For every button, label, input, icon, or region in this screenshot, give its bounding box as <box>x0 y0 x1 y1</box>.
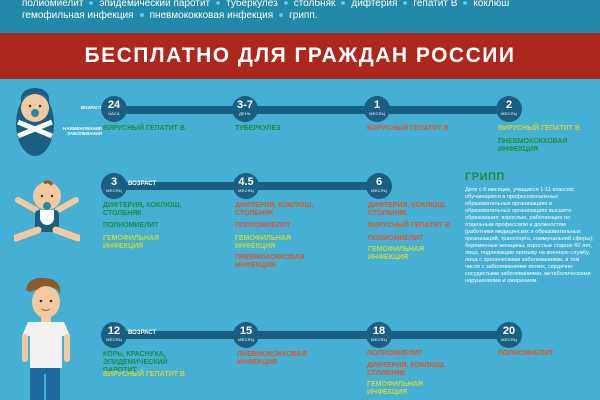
vaccine-item: ПНЕВМОКОККОВАЯ ИНФЕКЦИЯ <box>235 254 305 269</box>
flu-title: ГРИПП <box>465 171 505 183</box>
timeline-row-3 <box>110 331 510 339</box>
vaccine-item: ПОЛИОМИЕЛИТ <box>498 350 554 357</box>
vaccine-item: ГЕМОФИЛЬНАЯ ИНФЕКЦИЯ <box>367 381 424 396</box>
vaccine-item: ГЕМОФИЛЬНАЯ ИНФЕКЦИЯ <box>103 235 160 250</box>
vaccine-item: ДИФТЕРИЯ, КОКЛЮШ, СТОЛБНЯК <box>103 202 182 217</box>
disease-name-label: НАИМЕНОВАНИЕ ЗАБОЛЕВАНИЯ <box>63 126 102 136</box>
vaccine-item: ВИРУСНЫЙ ГЕПАТИТ В <box>103 125 185 132</box>
vaccine-item: ТУБЕРКУЛЕЗ <box>235 125 281 132</box>
infant-illustration-icon <box>14 180 80 242</box>
vaccine-item: ПОЛИОМИЕЛИТ <box>235 222 291 229</box>
vaccine-item: ВИРУСНЫЙ ГЕПАТИТ В <box>103 371 185 378</box>
vaccine-item: ПОЛИОМИЕЛИТ <box>367 350 423 357</box>
age-label: ВОЗРАСТ <box>128 181 157 187</box>
vaccine-item: ВИРУСНЫЙ ГЕПАТИТ В <box>498 125 580 132</box>
vaccine-item: ПНЕВМОКОККОВАЯ ИНФЕКЦИЯ <box>237 351 307 366</box>
timeline-row-1 <box>110 106 520 114</box>
age-label: ВОЗРАСТ <box>128 330 157 336</box>
vaccine-item: КОРЬ, КРАСНУХА, ЭПИДЕМИЧЕСКИЙ ПАРОТИТ <box>103 351 168 374</box>
newborn-illustration-icon <box>16 88 54 156</box>
vaccine-item: ВИРУСНЫЙ ГЕПАТИТ В <box>367 125 449 132</box>
flu-eligibility-text: Дети с 6 месяцев, учащиеся 1-11 классов;… <box>465 187 594 284</box>
vaccine-item: ГЕМОФИЛЬНАЯ ИНФЕКЦИЯ <box>368 246 425 261</box>
vaccine-item: ДИФТЕРИЯ, КОКЛЮШ, СТОЛБНЯК <box>368 202 447 217</box>
vaccine-item: ДИФТЕРИЯ, КОКЛЮШ, СТОЛБНЯК <box>235 202 314 217</box>
vaccine-item: ПНЕВМОКОККОВАЯ ИНФЕКЦИЯ <box>498 138 568 153</box>
vaccine-item: ДИФТЕРИЯ, КОКЛЮШ, СТОЛБНЯК <box>367 362 446 377</box>
vaccine-item: ВИРУСНЫЙ ГЕПАТИТ В <box>368 222 450 229</box>
vaccine-item: ГЕМОФИЛЬНАЯ ИНФЕКЦИЯ <box>235 235 292 250</box>
free-for-citizens-banner: БЕСПЛАТНО ДЛЯ ГРАЖДАН РОССИИ <box>0 33 600 79</box>
vaccine-item: ПОЛИОМИЕЛИТ <box>368 235 424 242</box>
age-label: ВОЗРАСТ <box>80 105 102 110</box>
child-illustration-icon <box>22 277 70 400</box>
vaccine-item: ПОЛИОМИЕЛИТ <box>103 222 159 229</box>
